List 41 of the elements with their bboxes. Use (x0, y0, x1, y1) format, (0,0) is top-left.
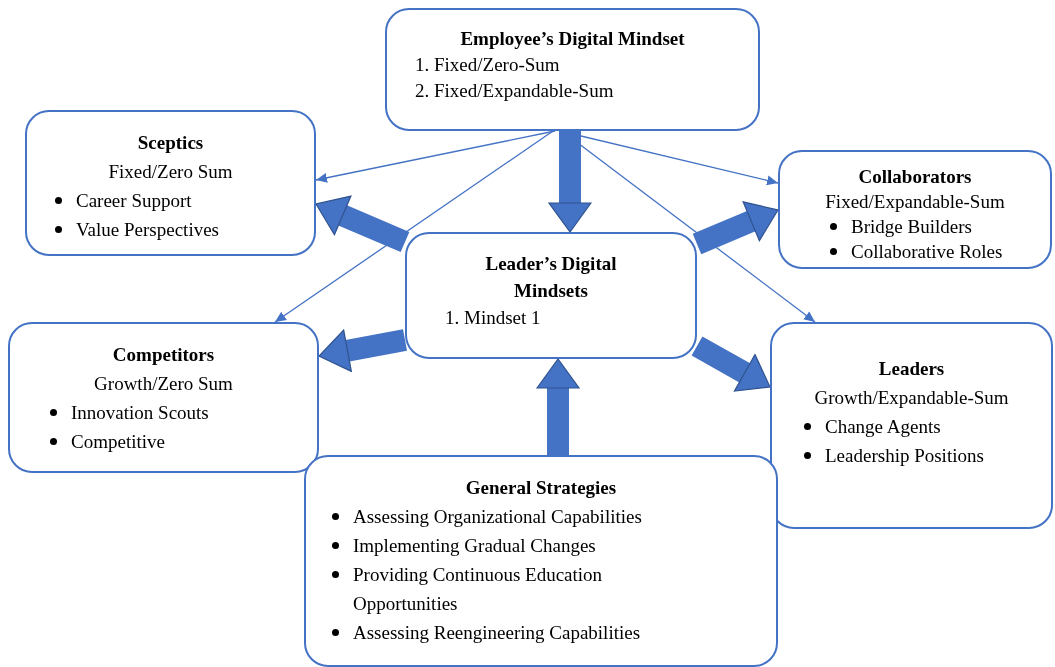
block-arrow (548, 131, 592, 233)
list-item: Change Agents (825, 415, 941, 439)
block-arrow (318, 329, 407, 372)
box-subtitle: Fixed/Zero Sum (108, 160, 233, 184)
list-item: Leadership Positions (825, 444, 984, 468)
list-item: Competitive (71, 430, 165, 454)
box-heading: Collaborators (858, 165, 972, 189)
box-heading: Competitors (112, 343, 215, 367)
box-heading: General Strategies (465, 476, 617, 500)
rounded-box (405, 232, 697, 359)
block-arrow (536, 358, 580, 455)
list-item: Assessing Organizational Capabilities (353, 505, 642, 529)
list-item: 1. Mindset 1 (444, 306, 542, 330)
list-item: Bridge Builders (851, 215, 972, 239)
block-arrow (691, 336, 771, 392)
arrow (315, 130, 556, 183)
list-item: Providing Continuous Education Opportunities (353, 563, 604, 616)
list-item: 2. Fixed/Expandable-Sum (414, 79, 615, 103)
box-heading: Employee’s Digital Mindset (460, 27, 685, 51)
list-item: 1. Fixed/Zero-Sum (414, 53, 561, 77)
rounded-box (385, 8, 760, 131)
rounded-box (304, 455, 778, 667)
rounded-box (778, 150, 1052, 269)
list-item: Implementing Gradual Changes (353, 534, 596, 558)
box-subtitle: Growth/Expandable-Sum (814, 386, 1009, 410)
box-subtitle: Fixed/Expandable-Sum (825, 190, 1005, 214)
rounded-box (8, 322, 319, 473)
list-item: Innovation Scouts (71, 401, 209, 425)
block-arrow (315, 195, 410, 253)
list-item: Assessing Reengineering Capabilities (353, 621, 641, 645)
box-heading: Sceptics (137, 131, 204, 155)
rounded-box (770, 322, 1053, 529)
list-item: Career Support (76, 189, 192, 213)
box-heading: Leaders (878, 357, 945, 381)
list-item: Value Perspectives (76, 218, 219, 242)
box-heading: Leader’s Digital Mindsets (484, 252, 618, 303)
block-arrow (692, 201, 779, 255)
rounded-box (25, 110, 316, 256)
box-subtitle: Growth/Zero Sum (94, 372, 233, 396)
list-item: Collaborative Roles (851, 240, 1003, 264)
arrow (274, 130, 554, 323)
